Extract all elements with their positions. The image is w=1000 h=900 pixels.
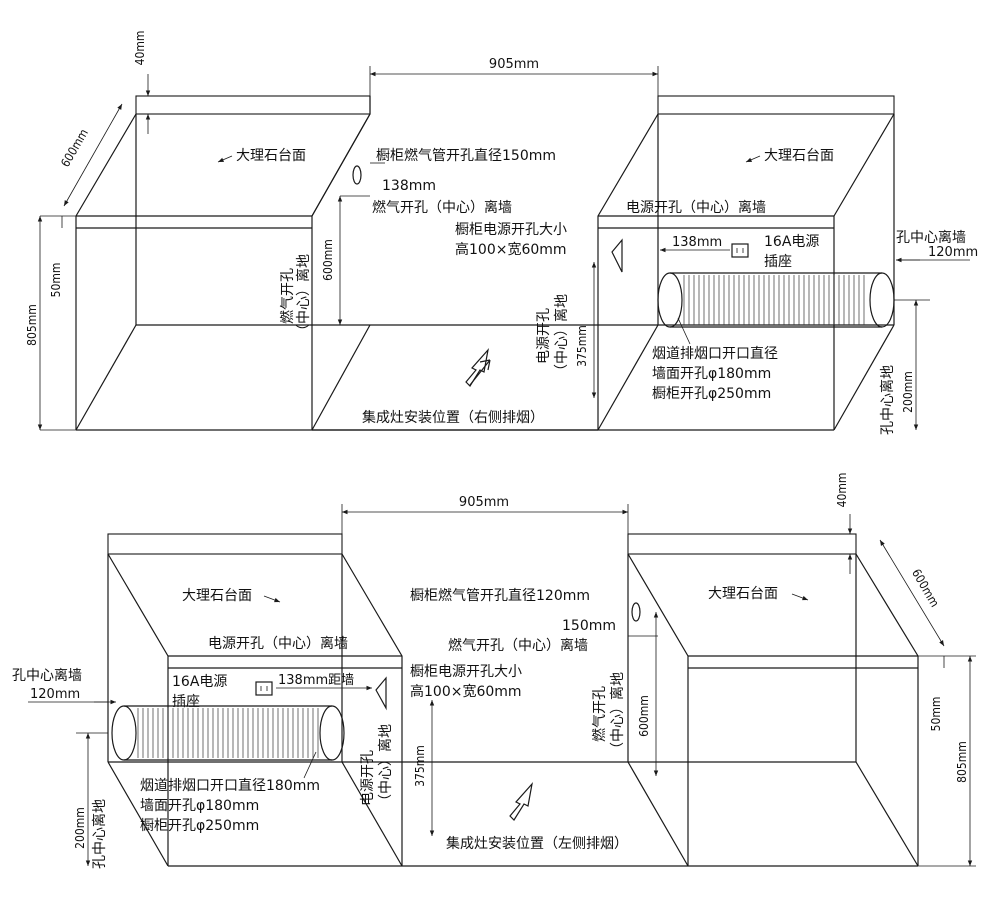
bottom-gas-wall-value: 150mm <box>562 618 616 634</box>
bottom-hole-wall-label: 孔中心离墙 <box>12 667 82 684</box>
bottom-power-floor-1: 电源开孔 <box>360 750 376 806</box>
top-dim-905: 905mm <box>489 57 539 72</box>
bottom-left-marble-label: 大理石台面 <box>182 588 252 604</box>
bottom-duct-3: 橱柜开孔φ250mm <box>140 818 259 834</box>
top-power-size-2: 高100×宽60mm <box>455 241 567 258</box>
top-right-cabinet <box>597 95 895 431</box>
top-gas-pipe-label: 橱柜燃气管开孔直径150mm <box>376 147 556 164</box>
top-gas-height: 600mm <box>321 239 335 281</box>
bottom-smoke-duct <box>111 705 345 761</box>
top-arrow-shape-icon <box>465 348 489 387</box>
bottom-dim-40: 40mm <box>835 473 849 508</box>
top-power-138: 138mm <box>672 235 722 250</box>
bottom-socket-icon <box>255 681 273 696</box>
top-power-wall-label: 电源开孔（中心）离墙 <box>626 199 766 216</box>
top-dim-40: 40mm <box>133 31 147 66</box>
bottom-arrow-shape-icon <box>509 782 533 821</box>
top-power-hole-icon <box>611 238 623 273</box>
top-gas-hole-icon <box>352 165 362 185</box>
bottom-right-marble-label: 大理石台面 <box>708 586 778 602</box>
bottom-right-cabinet <box>627 533 919 867</box>
bottom-dim-120: 120mm <box>30 687 80 702</box>
top-gas-wall-label: 燃气开孔（中心）离墙 <box>372 199 512 216</box>
bottom-dim-50: 50mm <box>929 697 943 732</box>
top-gas-floor-1: 燃气开孔 <box>279 268 296 324</box>
bottom-power-size-1: 橱柜电源开孔大小 <box>410 664 522 680</box>
bottom-duct-2: 墙面开孔φ180mm <box>140 798 259 814</box>
bottom-left-countertop-edge <box>107 533 343 555</box>
top-power-floor-1: 电源开孔 <box>536 308 552 364</box>
top-duct-2: 墙面开孔φ180mm <box>652 366 771 382</box>
top-right-countertop-edge <box>657 95 895 115</box>
bottom-install-label: 集成灶安装位置（左侧排烟） <box>446 835 628 852</box>
top-dim-200: 200mm <box>901 371 915 413</box>
bottom-dim-905: 905mm <box>459 495 509 510</box>
top-socket-icon <box>731 243 749 258</box>
bottom-left-cabinet <box>107 533 403 867</box>
top-power-size-1: 橱柜电源开孔大小 <box>455 222 567 238</box>
top-right-marble-label: 大理石台面 <box>764 148 834 164</box>
bottom-power-hole-icon <box>375 676 387 711</box>
bottom-power-wall-value: 138mm距墙 <box>278 673 354 688</box>
top-dim-120: 120mm <box>928 245 978 260</box>
bottom-gas-height: 600mm <box>637 695 651 737</box>
top-install-label: 集成灶安装位置（右侧排烟） <box>362 409 544 426</box>
top-duct-1: 烟道排烟口开口直径 <box>652 345 778 362</box>
bottom-gas-pipe-label: 橱柜燃气管开孔直径120mm <box>410 587 590 604</box>
bottom-hole-floor-label: 孔中心离地 <box>91 799 108 869</box>
top-duct-3: 橱柜开孔φ250mm <box>652 386 771 402</box>
top-socket-label-2: 插座 <box>764 254 792 270</box>
bottom-gas-floor-1: 燃气开孔 <box>591 686 608 742</box>
bottom-gas-floor-2: （中心）离地 <box>609 672 626 756</box>
top-diagram: 905mm 40mm 600mm 50mm 805mm 大理石台面 大理石台面 … <box>25 31 978 435</box>
bottom-power-floor-2: （中心）离地 <box>377 724 394 808</box>
bottom-dim-600-depth: 600mm <box>909 566 942 609</box>
bottom-socket-label-1: 16A电源 <box>172 674 227 690</box>
top-hole-wall-label: 孔中心离墙 <box>896 229 966 246</box>
bottom-gas-wall-label: 燃气开孔（中心）离墙 <box>448 637 588 654</box>
bottom-socket-label-2: 插座 <box>172 694 200 710</box>
top-dim-805: 805mm <box>25 304 39 346</box>
bottom-diagram: 905mm 40mm 600mm 50mm 805mm 大理石台面 大理石台面 … <box>12 473 976 869</box>
bottom-power-size-2: 高100×宽60mm <box>410 683 522 700</box>
bottom-right-countertop-edge <box>627 533 857 555</box>
bottom-duct-1: 烟道排烟口开口直径180mm <box>140 777 320 794</box>
top-dim-600-depth: 600mm <box>58 126 91 169</box>
bottom-dim-805: 805mm <box>955 741 969 783</box>
top-gas-wall-value: 138mm <box>382 178 436 194</box>
bottom-power-wall-label: 电源开孔（中心）离墙 <box>208 635 348 652</box>
bottom-dim-200: 200mm <box>73 807 87 849</box>
top-left-marble-label: 大理石台面 <box>236 148 306 164</box>
bottom-gas-hole-icon <box>631 602 641 622</box>
top-power-floor-2: （中心）离地 <box>553 294 570 378</box>
top-gas-floor-2: （中心）离地 <box>295 254 312 338</box>
bottom-power-height: 375mm <box>413 745 427 787</box>
top-hole-floor-label: 孔中心离地 <box>879 365 896 435</box>
top-smoke-duct <box>657 272 895 328</box>
top-socket-label-1: 16A电源 <box>764 234 819 250</box>
top-dim-50: 50mm <box>49 263 63 298</box>
top-left-countertop-edge <box>135 95 371 115</box>
top-power-height: 375mm <box>575 325 589 367</box>
